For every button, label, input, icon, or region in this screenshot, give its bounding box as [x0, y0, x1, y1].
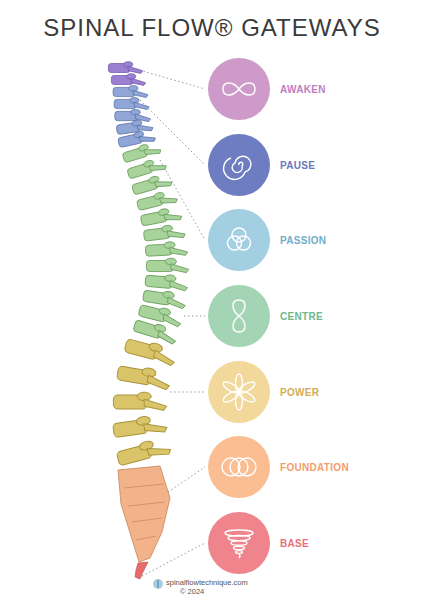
- gateway-node: POWER: [208, 361, 324, 423]
- footer-logo: [153, 579, 163, 589]
- gateway-circle: [208, 361, 270, 423]
- lumbar-vertebrae: [112, 336, 178, 467]
- thoracic-vertebrae: [122, 140, 189, 344]
- gateway-circle: [208, 436, 270, 498]
- gateway-circle: [208, 285, 270, 347]
- atlas-vertebrae: [108, 62, 145, 86]
- gateway-label: PAUSE: [280, 160, 315, 171]
- footer-text: © 2024: [180, 587, 204, 596]
- sacrum: [118, 466, 170, 562]
- footer-text: spinalflowtechnique.com: [166, 578, 248, 587]
- cervical-vertebrae: [113, 86, 156, 149]
- gateway-circle: [208, 58, 270, 120]
- gateway-circle: [208, 134, 270, 196]
- gateway-symbol: [224, 156, 251, 179]
- gateway-label: PASSION: [280, 235, 326, 246]
- gateway-node: PAUSE: [208, 134, 320, 196]
- gateway-circle: [208, 209, 270, 271]
- gateway-node: AWAKEN: [208, 58, 330, 120]
- gateway-node: PASSION: [208, 209, 331, 271]
- gateway-label: CENTRE: [280, 311, 323, 322]
- gateway-label: POWER: [280, 387, 319, 398]
- gateway-label: BASE: [280, 538, 309, 549]
- gateway-symbol: [225, 530, 253, 558]
- gateway-node: FOUNDATION: [208, 436, 353, 498]
- gateway-symbol: [233, 300, 245, 332]
- title: SPINAL FLOW® GATEWAYS: [0, 14, 424, 42]
- gateway-label: FOUNDATION: [280, 462, 349, 473]
- coccyx: [135, 562, 148, 579]
- gateway-node: CENTRE: [208, 285, 327, 347]
- gateway-symbol: [223, 83, 255, 95]
- gateway-circle: [208, 512, 270, 574]
- gateway-symbol: [222, 458, 256, 476]
- gateway-label: AWAKEN: [280, 84, 326, 95]
- gateway-node: BASE: [208, 512, 313, 574]
- gateway-symbol: [222, 374, 257, 410]
- gateway-symbol: [228, 228, 251, 250]
